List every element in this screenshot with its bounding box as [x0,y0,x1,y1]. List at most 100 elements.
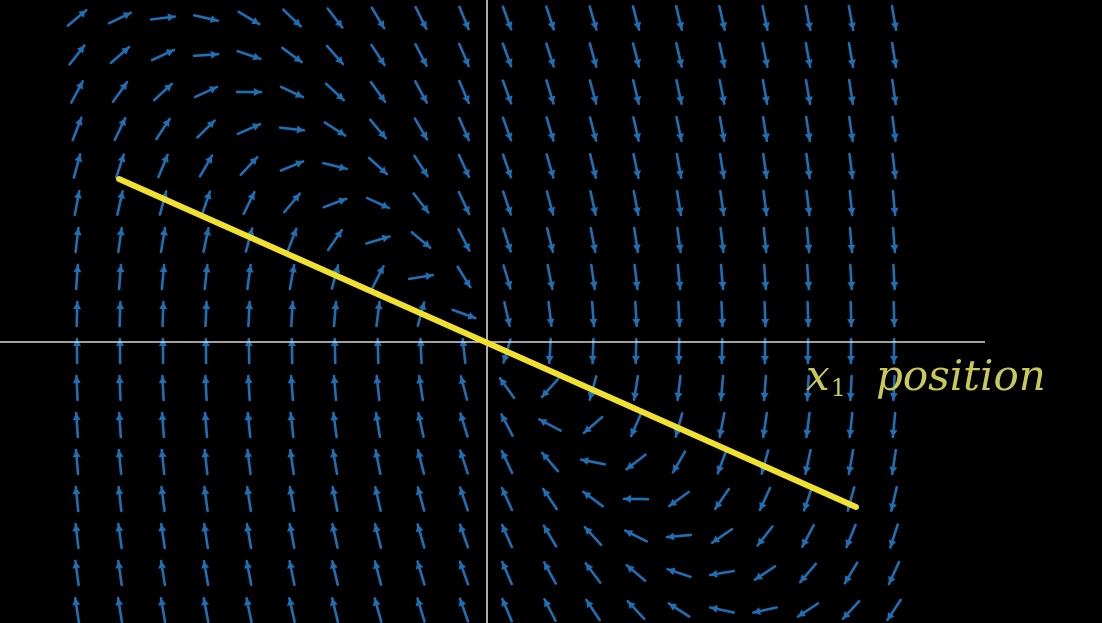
arrow-icon [288,302,297,310]
arrow-icon [158,598,167,606]
arrow-icon [115,450,124,458]
arrow-icon [590,169,599,178]
arrow-icon [420,168,428,177]
eigenvector-line [116,176,859,510]
arrow-icon [245,265,254,273]
arrow-icon [76,45,85,54]
arrow-icon [547,58,556,67]
arrow-icon [890,133,899,141]
arrow-icon [458,524,467,533]
arrow-icon [415,598,424,607]
arrow-icon [330,376,339,384]
arrow-icon [330,450,339,458]
arrow-icon [800,574,808,583]
arrow-icon [504,169,513,178]
arrow-icon [583,425,592,433]
arrow-icon [115,598,124,606]
arrow-icon [330,487,338,495]
arrow-icon [632,281,641,289]
arrow-icon [626,565,635,573]
arrow-icon [633,133,641,141]
arrow-icon [627,601,636,610]
arrow-icon [753,607,761,615]
arrow-icon [710,569,718,578]
arrow-icon [544,562,552,571]
arrow-icon [717,392,726,400]
arrow-icon [624,494,632,503]
arrow-icon [331,302,340,310]
arrow-icon [501,525,509,533]
arrow-icon [210,15,218,23]
arrow-icon [72,413,81,421]
arrow-icon [201,561,210,569]
arrow-icon [419,20,427,29]
arrow-icon [115,524,124,532]
arrow-icon [372,524,381,533]
arrow-icon [675,281,684,289]
arrow-icon [293,54,302,63]
arrow-icon [115,376,124,384]
arrow-icon [201,524,210,532]
arrow-icon [547,206,556,215]
arrow-icon [760,392,769,400]
arrow-icon [847,318,856,326]
arrow-icon [890,318,899,326]
arrow-icon [504,132,513,141]
arrow-icon [254,88,261,96]
arrow-icon [159,302,168,310]
arrow-icon [889,392,898,400]
arrow-icon [804,207,813,215]
arrow-icon [633,58,642,67]
arrow-icon [590,21,599,30]
arrow-icon [719,59,727,67]
arrow-icon [504,243,513,252]
arrow-icon [373,487,381,495]
arrow-icon [117,191,125,199]
arrow-icon [804,170,813,178]
arrow-icon [210,50,218,59]
arrow-icon [458,450,467,459]
arrow-icon [632,318,641,326]
arrow-icon [378,130,386,139]
arrow-icon [712,535,721,543]
arrow-icon [633,170,641,178]
arrow-icon [335,56,343,64]
arrow-icon [847,59,856,67]
arrow-icon [458,487,467,496]
arrow-icon [72,487,81,495]
arrow-icon [542,452,550,461]
arrow-icon [847,356,855,363]
arrow-icon [462,132,470,140]
arrow-icon [842,611,851,619]
arrow-icon [539,419,548,427]
arrow-icon [667,567,676,576]
arrow-icon [458,376,467,385]
arrow-icon [377,20,385,29]
arrow-icon [338,197,347,205]
arrow-icon [415,524,424,533]
arrow-icon [458,413,467,422]
arrow-icon [287,524,295,532]
arrow-icon [415,561,424,570]
arrow-icon [249,157,258,166]
arrow-icon [462,95,470,103]
arrow-icon [802,502,811,511]
arrow-icon [545,355,554,363]
arrow-icon [890,59,899,67]
arrow-icon [761,244,770,252]
arrow-icon [547,281,555,289]
arrow-icon [845,539,853,548]
arrow-icon [415,487,424,496]
arrow-icon [418,302,427,311]
arrow-icon [458,561,467,570]
arrow-icon [802,538,810,547]
arrow-icon [201,450,210,458]
arrow-icon [244,413,253,421]
arrow-icon [847,281,856,289]
arrow-icon [202,265,211,273]
arrow-icon [633,207,641,215]
arrow-icon [159,265,168,273]
arrow-icon [542,389,550,397]
arrow-icon [676,133,684,141]
arrow-icon [377,57,385,66]
